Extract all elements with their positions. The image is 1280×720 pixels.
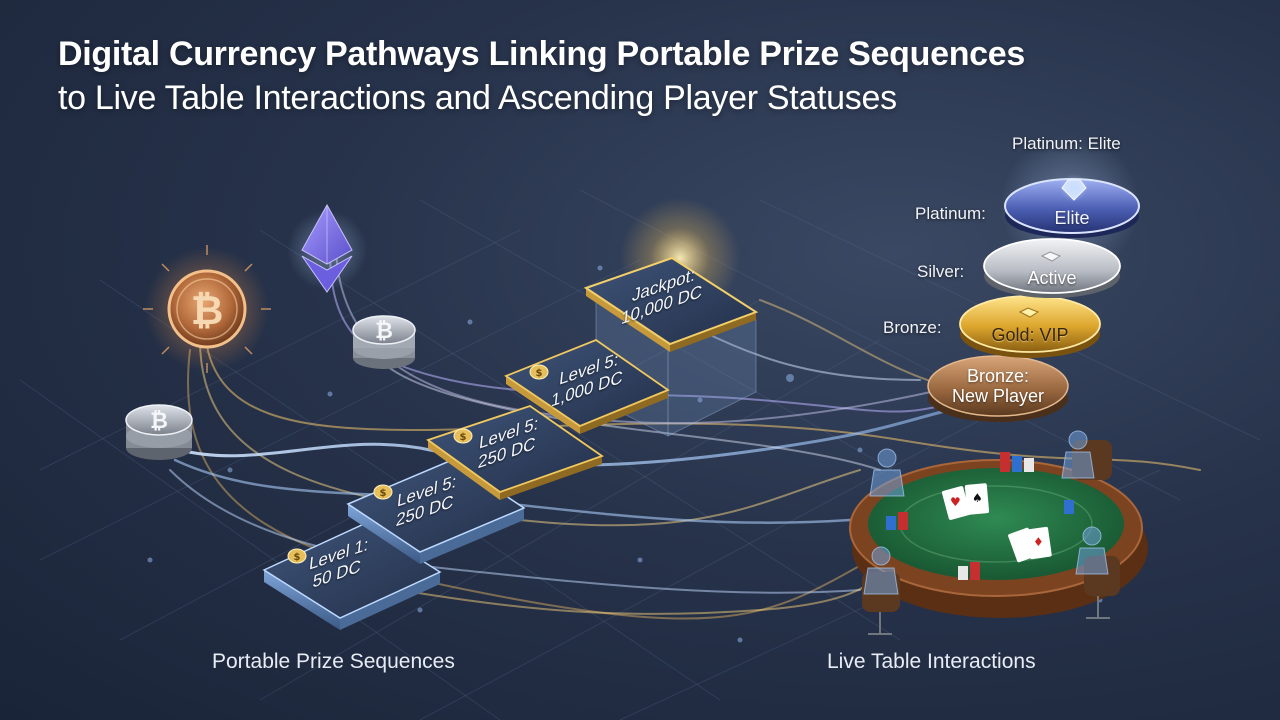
diamond-icon [1060, 174, 1088, 202]
bitcoin-icon: ₿ [143, 245, 271, 373]
page-subtitle: to Live Table Interactions and Ascending… [58, 79, 897, 117]
svg-text:₿: ₿ [150, 409, 168, 434]
svg-text:$: $ [294, 552, 301, 563]
tier-disc-bronze: Bronze: New Player [930, 366, 1066, 406]
svg-text:♠: ♠ [972, 491, 983, 505]
tier-disc-bronze-line2: New Player [951, 386, 1045, 406]
tier-disc-gold: Gold: VIP [991, 325, 1069, 345]
silver-emblem-icon [1040, 251, 1062, 262]
svg-text:₿: ₿ [191, 288, 224, 334]
prize-tile-level-5-c [504, 338, 670, 434]
tier-stack [927, 135, 1140, 422]
svg-text:$: $ [460, 432, 467, 443]
coin-stack-icon: ₿ [352, 315, 416, 369]
svg-text:₿: ₿ [375, 319, 393, 344]
tier-label-bronze: Bronze: [883, 318, 942, 337]
tier-disc-bronze-line1: Bronze: [966, 366, 1030, 386]
section-label-live-table: Live Table Interactions [827, 650, 1036, 673]
coin-stack-icon: ₿ [125, 404, 193, 460]
tier-header-label: Platinum: Elite [1012, 134, 1121, 153]
tier-label-silver: Silver: [917, 262, 965, 281]
tier-label-platinum: Platinum: [915, 204, 986, 223]
poker-table-icon: ♥ ♦ ♠ [849, 430, 1148, 635]
coin-badge-icons [287, 364, 549, 564]
ethereum-icon [287, 203, 367, 293]
svg-text:♥: ♥ [950, 495, 961, 509]
svg-text:$: $ [380, 488, 387, 499]
page-title: Digital Currency Pathways Linking Portab… [58, 35, 1026, 73]
svg-text:$: $ [536, 368, 543, 379]
section-label-prize-sequences: Portable Prize Sequences [212, 650, 455, 673]
gold-emblem-icon [1018, 307, 1040, 318]
prize-tile-jackpot [583, 256, 759, 352]
prize-tile-level-5-b [426, 405, 604, 500]
prize-tiles: $ $ $ $ [262, 256, 759, 630]
grid-nodes [147, 265, 1103, 643]
tier-disc-platinum: Elite [1054, 208, 1090, 228]
coin-badge-marks: $ $ $ $ [294, 368, 543, 563]
tier-disc-silver: Active [1027, 268, 1077, 288]
svg-text:♦: ♦ [1033, 535, 1044, 549]
